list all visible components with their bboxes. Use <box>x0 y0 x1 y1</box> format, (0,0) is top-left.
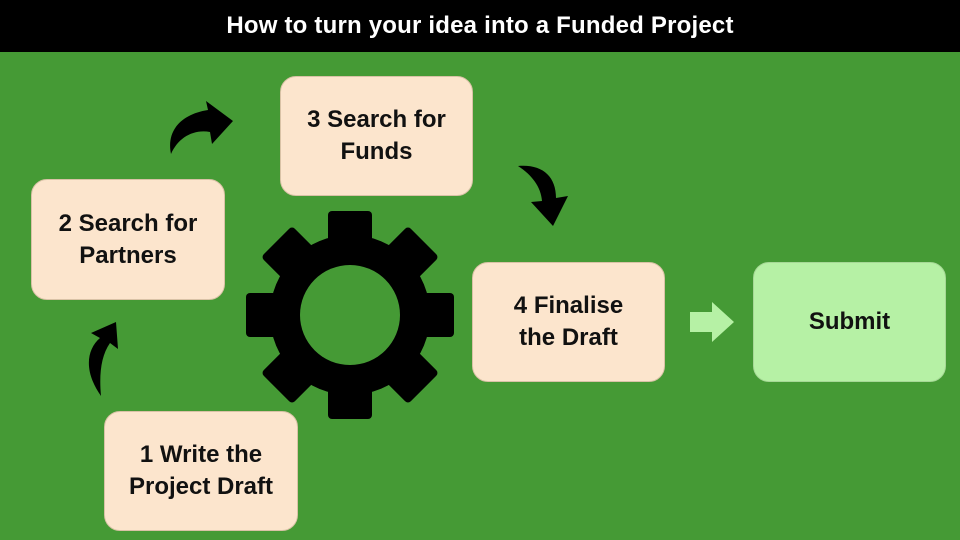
step-box-write-draft: 1 Write the Project Draft <box>104 411 298 531</box>
step-label: 2 Search for <box>58 209 198 237</box>
curved-arrow-icon <box>170 101 233 154</box>
step-label: Funds <box>340 138 413 165</box>
step-box-search-funds: 3 Search for Funds <box>280 76 473 196</box>
step-label: Project Draft <box>128 473 274 500</box>
curved-arrow-icon <box>88 322 118 396</box>
step-label: the Draft <box>519 324 618 351</box>
submit-box: Submit <box>753 262 946 382</box>
curved-arrow-icon <box>518 165 568 226</box>
submit-label: Submit <box>808 308 891 335</box>
gear-icon <box>246 211 454 419</box>
page-title: How to turn your idea into a Funded Proj… <box>226 12 734 39</box>
right-arrow-icon <box>690 302 734 342</box>
step-box-finalise-draft: 4 Finalise the Draft <box>472 262 665 382</box>
step-label: 1 Write the <box>139 441 263 468</box>
header-bar: How to turn your idea into a Funded Proj… <box>0 0 960 52</box>
step-label: 3 Search for <box>307 106 446 133</box>
step-box-search-partners: 2 Search for Partners <box>31 179 225 300</box>
step-label: 4 Finalise <box>513 292 624 319</box>
step-label: Partners <box>79 241 177 269</box>
